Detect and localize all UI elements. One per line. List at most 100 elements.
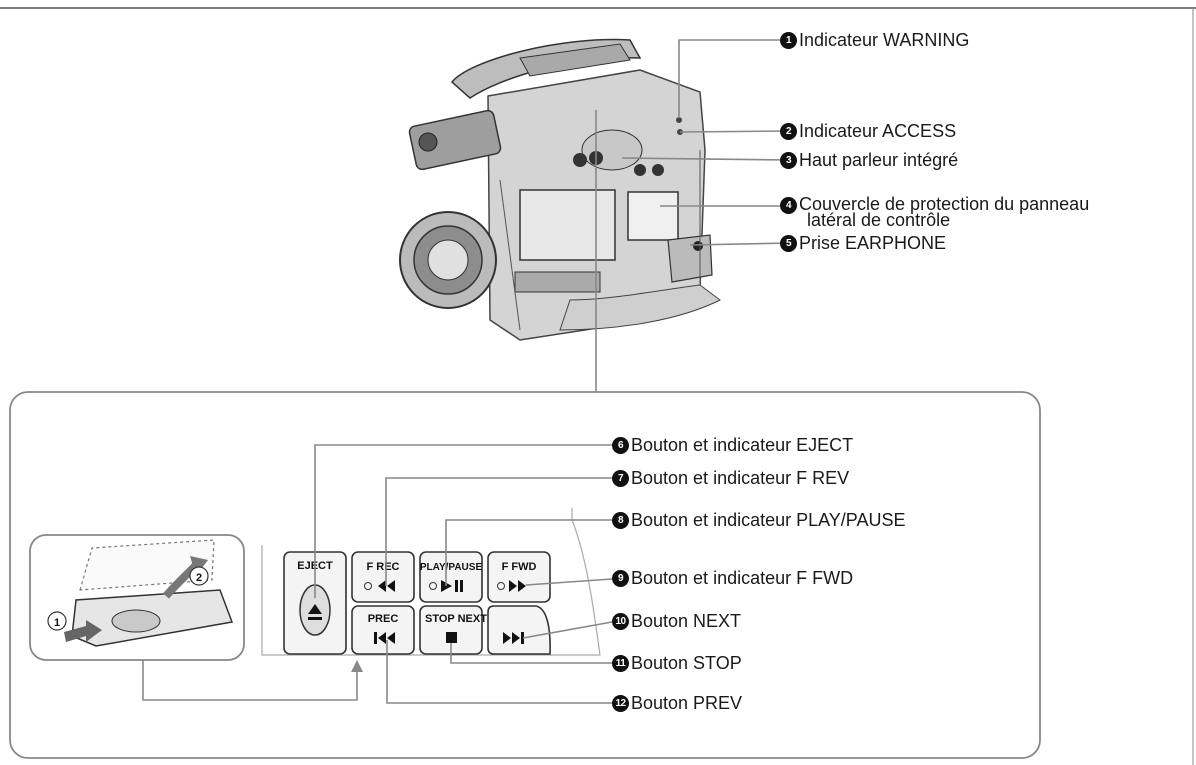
- callout-stop: 11 Bouton STOP: [612, 654, 742, 673]
- next-button[interactable]: [487, 605, 551, 655]
- leader-12: [386, 640, 612, 704]
- eject-icon: [308, 604, 322, 614]
- eject-icon-bar: [308, 617, 322, 620]
- callout-label: Bouton et indicateur PLAY/PAUSE: [631, 510, 906, 530]
- detail-panel-frame: [9, 391, 1041, 759]
- leader-5: [689, 242, 791, 246]
- callout-label: Bouton NEXT: [631, 611, 742, 631]
- camera-illustration: [399, 38, 721, 341]
- callout-access: 2 Indicateur ACCESS: [780, 122, 956, 141]
- body-edge: [499, 179, 521, 331]
- leader-10: [522, 621, 613, 639]
- built-in-speaker: [581, 129, 643, 171]
- bottom-switches: [514, 271, 601, 293]
- f-rec-label: F REC: [367, 561, 400, 573]
- f-fwd-button[interactable]: [487, 551, 551, 603]
- callout-label: Bouton PREV: [631, 693, 743, 713]
- next-icon-bar: [521, 632, 524, 644]
- cover-open-inset: 1 2: [29, 534, 245, 661]
- callout-number: 5: [780, 235, 797, 252]
- callout-eject: 6 Bouton et indicateur EJECT: [612, 436, 853, 455]
- callout-number: 7: [612, 470, 629, 487]
- pause-icon-bar2: [460, 580, 463, 592]
- callout-f-fwd: 9 Bouton et indicateur F FWD: [612, 569, 853, 588]
- warning-indicator: [676, 117, 682, 123]
- step1-circle: [47, 611, 67, 631]
- prec-label: PREC: [368, 613, 399, 625]
- earphone-jack: [693, 241, 703, 251]
- callout-protective-cover: 4 Couvercle de protection du panneau lat…: [780, 194, 1090, 230]
- step2-number: 2: [196, 572, 202, 584]
- leader-11: [450, 643, 612, 664]
- leader-7: [385, 477, 612, 586]
- callout-number: 12: [612, 695, 629, 712]
- push-arrow: [64, 620, 102, 642]
- leader-9: [525, 578, 613, 586]
- viewfinder-eyepiece: [418, 132, 438, 152]
- top-leader-lines: [595, 39, 791, 392]
- transport-buttons: EJECT F REC PLAY/PAUSE F FWD PREC STOP N…: [283, 551, 551, 655]
- camera-knob: [652, 164, 664, 176]
- stop-icon: [446, 632, 457, 643]
- callout-label: Bouton et indicateur F FWD: [631, 568, 854, 588]
- prev-button[interactable]: [351, 605, 415, 655]
- callout-earphone: 5 Prise EARPHONE: [780, 234, 946, 253]
- callout-label: Bouton et indicateur EJECT: [631, 435, 854, 455]
- callout-number: 4: [780, 197, 797, 214]
- play-pause-indicator: [429, 582, 437, 590]
- leader-2: [679, 130, 791, 133]
- callout-label: Indicateur ACCESS: [799, 121, 957, 141]
- callout-number: 10: [612, 613, 629, 630]
- callout-label: Bouton STOP: [631, 653, 742, 673]
- earphone-housing: [667, 234, 713, 283]
- f-fwd-label: F FWD: [502, 561, 537, 573]
- callout-speaker: 3 Haut parleur intégré: [780, 151, 958, 170]
- play-pause-button[interactable]: [419, 551, 483, 603]
- stop-next-label: STOP NEXT: [425, 613, 487, 625]
- next-icon: [503, 632, 511, 644]
- f-fwd-indicator: [497, 582, 505, 590]
- prev-icon-2: [387, 632, 395, 644]
- leader-1: [678, 39, 790, 118]
- callout-next: 10 Bouton NEXT: [612, 612, 741, 631]
- prev-icon-bar: [374, 632, 377, 644]
- lens-opening: [427, 239, 469, 281]
- callout-number: 8: [612, 512, 629, 529]
- bottom-leader-lines: [314, 444, 613, 704]
- callout-number: 3: [780, 152, 797, 169]
- callout-warning: 1 Indicateur WARNING: [780, 31, 969, 50]
- callout-label: Prise EARPHONE: [799, 233, 947, 253]
- inset-connector: [142, 660, 358, 701]
- callout-label: Bouton et indicateur F REV: [631, 468, 850, 488]
- leader-3: [621, 157, 791, 161]
- callout-f-rev: 7 Bouton et indicateur F REV: [612, 469, 849, 488]
- callout-number: 6: [612, 437, 629, 454]
- callout-label-block: Couvercle de protection du panneau latér…: [799, 194, 1090, 230]
- leader-8: [445, 519, 612, 586]
- leader-6: [314, 444, 612, 598]
- callout-number: 9: [612, 570, 629, 587]
- callout-prev: 12 Bouton PREV: [612, 694, 742, 713]
- top-control-panel: [519, 43, 631, 77]
- callout-number: 1: [780, 32, 797, 49]
- callout-play-pause: 8 Bouton et indicateur PLAY/PAUSE: [612, 511, 906, 530]
- protective-cover: [627, 191, 679, 241]
- f-rev-button[interactable]: [351, 551, 415, 603]
- shoulder-pad: [559, 284, 721, 331]
- callout-number: 2: [780, 123, 797, 140]
- fast-forward-icon-2: [518, 580, 526, 592]
- camera-knob: [634, 164, 646, 176]
- callout-label-line2: latéral de contrôle: [807, 210, 951, 230]
- callout-label: Couvercle de protection du panneau: [799, 194, 1090, 214]
- inset-connector-arrow: [351, 660, 363, 672]
- callout-label: Haut parleur intégré: [799, 150, 959, 170]
- camera-knob: [573, 153, 587, 167]
- cover-latch: [111, 609, 161, 633]
- control-panel-outline: [261, 508, 601, 656]
- viewfinder: [408, 109, 502, 171]
- fast-forward-icon: [509, 580, 517, 592]
- callout-number: 11: [612, 655, 629, 672]
- rewind-icon-2: [387, 580, 395, 592]
